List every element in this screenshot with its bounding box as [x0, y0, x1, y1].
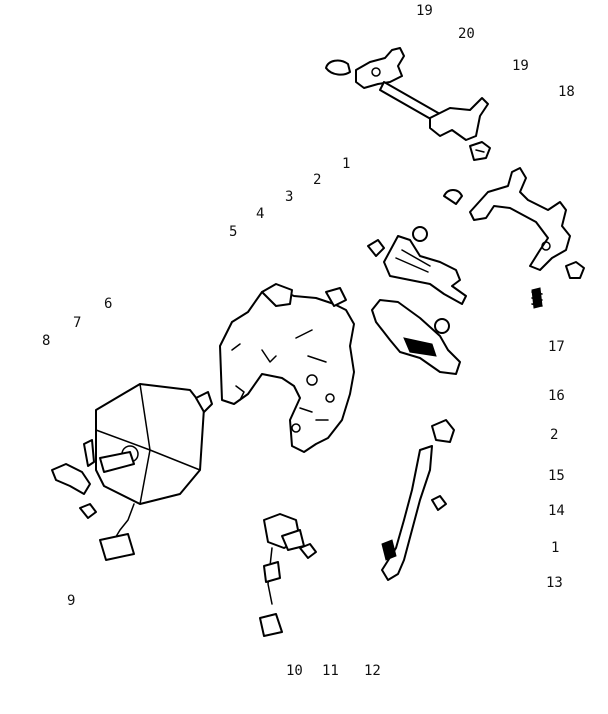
callout-19: 19 — [416, 3, 433, 19]
callout-12: 12 — [364, 663, 381, 679]
callout-13: 13 — [546, 575, 563, 591]
top-lever-left-bracket — [355, 47, 405, 89]
top-lever-shaft — [379, 81, 441, 123]
motor-connector — [99, 533, 135, 561]
washer-top — [412, 226, 428, 242]
bottom-right-lever — [381, 419, 455, 581]
callout-2: 2 — [313, 172, 322, 188]
callout-4: 4 — [256, 206, 265, 222]
motor-nut — [79, 503, 97, 519]
motor-bolt — [83, 439, 95, 467]
long-lever — [381, 445, 433, 581]
callout-11: 11 — [322, 663, 339, 679]
switch-lever-lower — [371, 299, 461, 375]
top-lever-assembly — [325, 47, 491, 161]
motor-cam — [51, 463, 91, 495]
top-cap-part — [325, 59, 351, 76]
frame-tab — [261, 283, 293, 307]
middle-right-lever-assembly — [443, 167, 585, 309]
small-cap-part — [443, 189, 463, 205]
motor-terminal — [195, 391, 213, 413]
right-lever-screw — [565, 261, 585, 279]
small-nut — [367, 239, 385, 257]
lever-screw — [431, 495, 447, 511]
sensor-connector — [259, 613, 283, 637]
main-frame — [219, 283, 355, 453]
center-switch-parts — [367, 226, 467, 375]
main-frame-plate — [219, 287, 355, 453]
callout-6: 6 — [104, 296, 113, 312]
callout-8: 8 — [42, 333, 51, 349]
motor-wire — [113, 503, 135, 541]
callout-20: 20 — [458, 26, 475, 42]
lever-hole — [371, 67, 381, 77]
callout-1: 1 — [551, 540, 560, 556]
motor-assembly — [51, 383, 213, 561]
callout-9: 9 — [67, 593, 76, 609]
sensor-screw — [299, 543, 317, 559]
callout-5: 5 — [229, 224, 238, 240]
callout-3: 3 — [285, 189, 294, 205]
callout-10: 10 — [286, 663, 303, 679]
callout-17: 17 — [548, 339, 565, 355]
callout-19: 19 — [512, 58, 529, 74]
top-lever-right-bracket — [429, 97, 489, 141]
frame-pin — [325, 287, 347, 307]
motor-body — [95, 383, 205, 505]
right-lever-frame — [469, 167, 571, 271]
callout-16: 16 — [548, 388, 565, 404]
washer-middle — [434, 318, 450, 334]
lever-cap — [431, 419, 455, 443]
callout-14: 14 — [548, 503, 565, 519]
callout-1: 1 — [342, 156, 351, 172]
motor-shaft — [99, 451, 135, 473]
lever-spring — [381, 539, 397, 561]
callout-2: 2 — [550, 427, 559, 443]
callout-18: 18 — [558, 84, 575, 100]
callout-15: 15 — [548, 468, 565, 484]
callout-7: 7 — [73, 315, 82, 331]
sensor-assembly — [259, 513, 317, 637]
